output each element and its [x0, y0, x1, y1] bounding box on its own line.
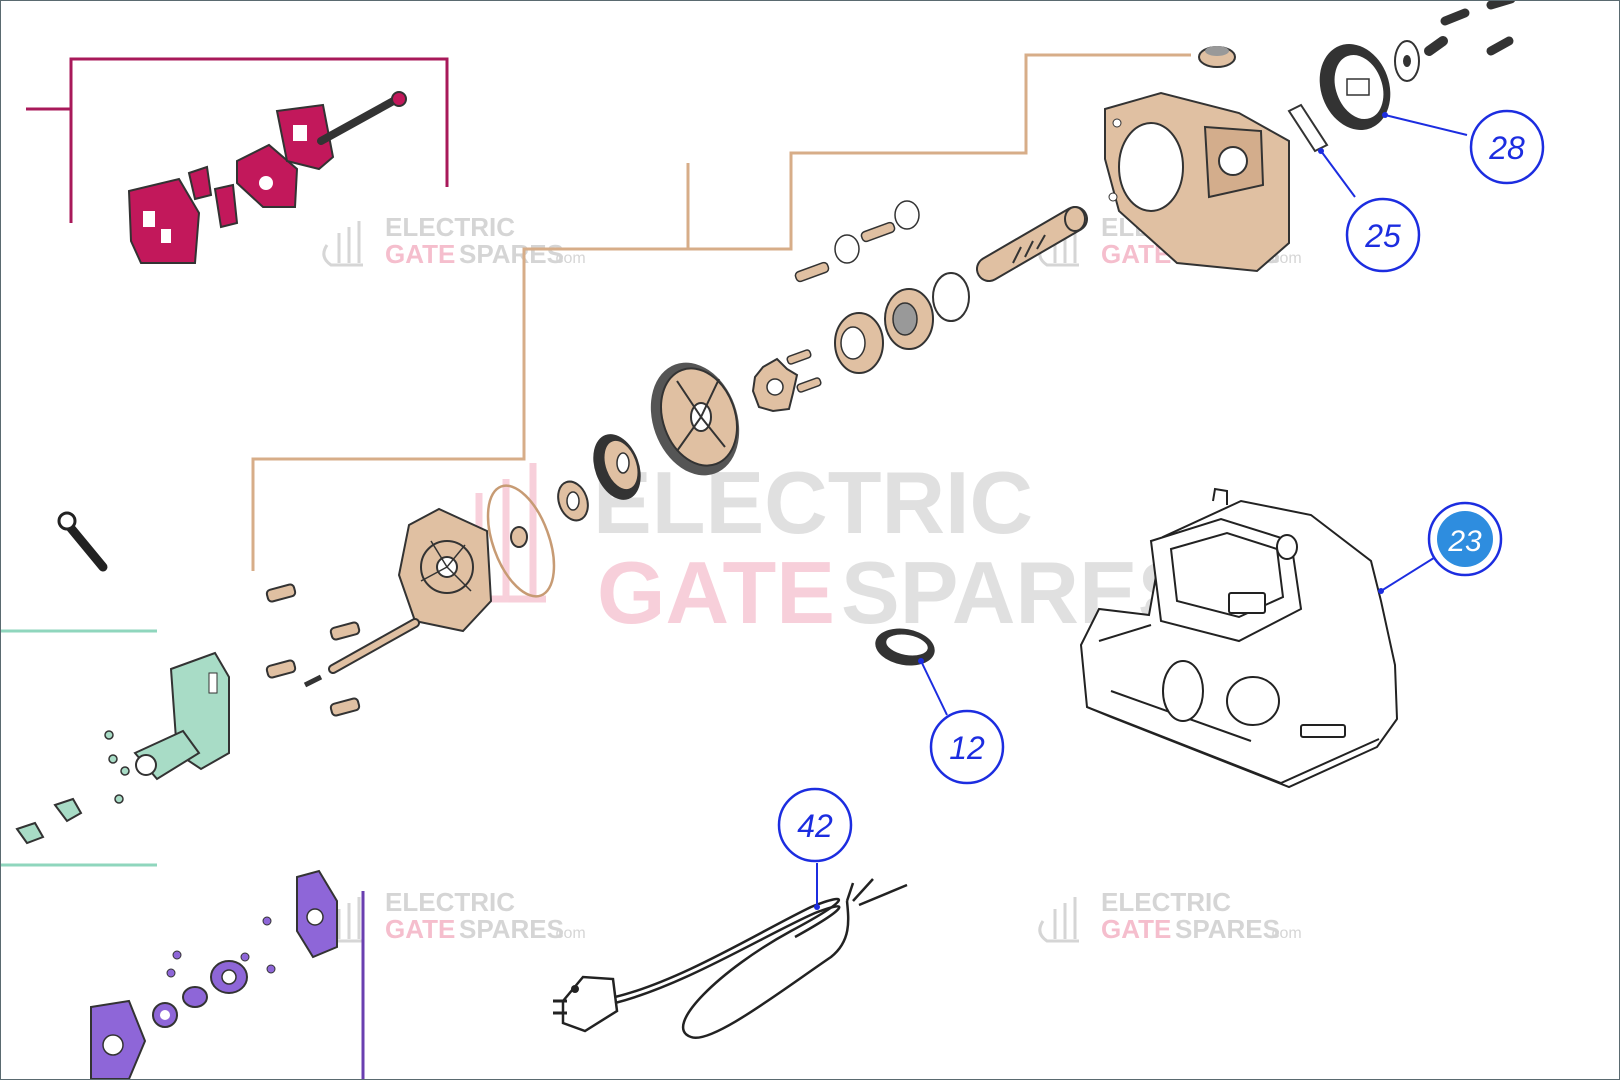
- callout-leaders: [816, 114, 1468, 907]
- watermark-line2-spares: SPARES: [1175, 914, 1280, 944]
- screws-front-cover: [265, 583, 361, 717]
- watermark-logo-icon: [322, 897, 363, 943]
- watermark-suffix: .com: [1267, 925, 1302, 942]
- watermark-line1: ELECTRIC: [385, 212, 515, 242]
- watermark-line2-gate: GATE: [385, 914, 455, 944]
- watermark-line2-spares: SPARES: [459, 914, 564, 944]
- callout-leader-dots: [814, 112, 1388, 910]
- watermark-logo-icon: [1038, 897, 1079, 943]
- pinion-gear-28: [1319, 1, 1516, 130]
- callout-label: 42: [797, 808, 833, 844]
- power-cable: [614, 878, 908, 1040]
- watermark-line2-gate: GATE: [597, 543, 835, 642]
- watermark-line1: ELECTRIC: [593, 453, 1033, 552]
- watermark-line1: ELECTRIC: [385, 887, 515, 917]
- magenta-bracket: [26, 57, 449, 223]
- callout-label: 28: [1488, 130, 1525, 166]
- callout-label: 12: [949, 730, 985, 766]
- watermark-line2-spares: SPARES: [459, 239, 564, 269]
- mounting-bolt-left: [57, 511, 108, 572]
- grommet-part-12: [875, 628, 935, 666]
- power-plug-icon: [553, 975, 619, 1033]
- star-washer: [751, 349, 822, 413]
- watermark-suffix: .com: [551, 925, 586, 942]
- front-cover-plate: [397, 507, 493, 633]
- clutch-assembly: [90, 869, 338, 1079]
- watermark-line2-gate: GATE: [385, 239, 455, 269]
- gearbox-housing-icon: [1104, 91, 1290, 273]
- gasket-oring: [486, 484, 556, 598]
- callout-23: 23: [1427, 501, 1503, 577]
- watermark-small-bl: ELECTRIC GATE SPARES .com: [322, 887, 586, 944]
- top-nut: [1198, 46, 1236, 68]
- watermark-logo-icon: [1038, 221, 1079, 267]
- callout-25: 25: [1345, 197, 1421, 273]
- bearing-large: [834, 272, 970, 374]
- watermark-small-br: ELECTRIC GATE SPARES .com: [1038, 887, 1302, 944]
- output-shaft: [976, 206, 1088, 282]
- callout-12: 12: [929, 709, 1005, 785]
- encoder-assembly: [15, 651, 230, 845]
- key-part-25: [1287, 103, 1329, 153]
- small-pins: [794, 200, 920, 283]
- teal-bracket: [1, 629, 157, 867]
- callout-42: 42: [777, 787, 853, 863]
- watermark-small-tl: ELECTRIC GATE SPARES .com: [322, 212, 586, 269]
- watermark-suffix: .com: [551, 250, 586, 267]
- gear-icon: [593, 434, 641, 500]
- watermark-line1: ELECTRIC: [1101, 887, 1231, 917]
- bronze-bracket-lines: [251, 53, 1191, 571]
- shaft-pin: [328, 618, 420, 674]
- watermark-logo-icon: [322, 221, 363, 267]
- bearing-small: [557, 480, 589, 522]
- callout-28: 28: [1469, 109, 1545, 185]
- callout-label: 23: [1447, 525, 1482, 558]
- watermark-line2-gate: GATE: [1101, 914, 1171, 944]
- large-gear-wheel: [650, 362, 740, 476]
- callout-label: 25: [1364, 218, 1401, 254]
- motor-cover-icon: [1079, 487, 1399, 789]
- limit-switch-assembly: [127, 91, 407, 264]
